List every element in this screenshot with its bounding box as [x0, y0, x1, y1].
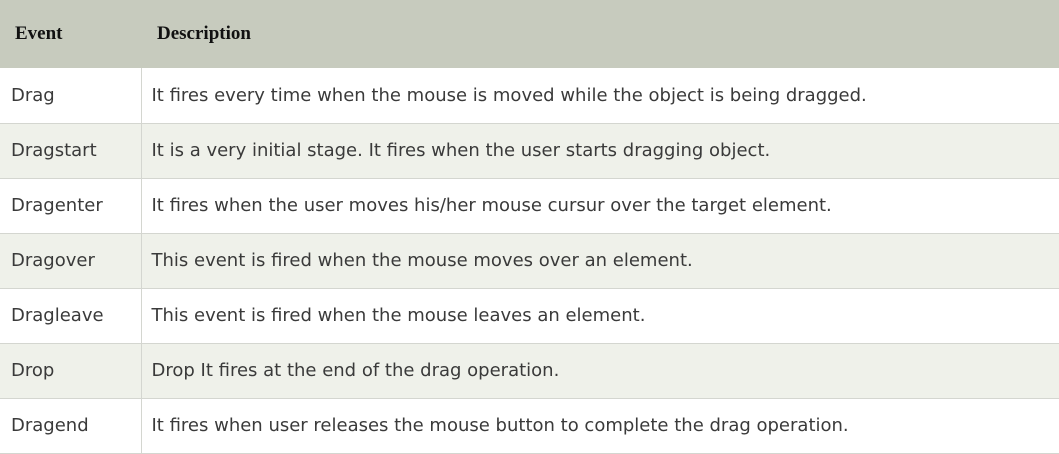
- table-row: Dragover This event is fired when the mo…: [0, 233, 1059, 289]
- table-row: Drop Drop It fires at the end of the dra…: [0, 343, 1059, 399]
- table-row: Drag It fires every time when the mouse …: [0, 68, 1059, 124]
- table-row: Dragend It fires when user releases the …: [0, 398, 1059, 454]
- event-description-cell: This event is fired when the mouse moves…: [141, 233, 1059, 289]
- event-name-cell: Dragover: [0, 233, 142, 289]
- event-description-cell: It fires every time when the mouse is mo…: [141, 68, 1059, 124]
- header-description: Description: [157, 23, 251, 44]
- event-description-cell: It is a very initial stage. It fires whe…: [141, 123, 1059, 179]
- event-name-cell: Drag: [0, 68, 142, 124]
- event-name-cell: Dragenter: [0, 178, 142, 234]
- event-description-cell: This event is fired when the mouse leave…: [141, 288, 1059, 344]
- table-row: Dragleave This event is fired when the m…: [0, 288, 1059, 344]
- table-header: Event Description: [0, 0, 1059, 68]
- event-description-cell: It fires when the user moves his/her mou…: [141, 178, 1059, 234]
- header-row: Event Description: [0, 0, 1059, 68]
- table-body: Drag It fires every time when the mouse …: [0, 68, 1059, 454]
- table-row: Dragstart It is a very initial stage. It…: [0, 123, 1059, 179]
- event-description-cell: Drop It fires at the end of the drag ope…: [141, 343, 1059, 399]
- table-row: Dragenter It fires when the user moves h…: [0, 178, 1059, 234]
- event-name-cell: Drop: [0, 343, 142, 399]
- header-event: Event: [15, 23, 63, 44]
- event-name-cell: Dragleave: [0, 288, 142, 344]
- event-name-cell: Dragend: [0, 398, 142, 454]
- event-name-cell: Dragstart: [0, 123, 142, 179]
- event-description-cell: It fires when user releases the mouse bu…: [141, 398, 1059, 454]
